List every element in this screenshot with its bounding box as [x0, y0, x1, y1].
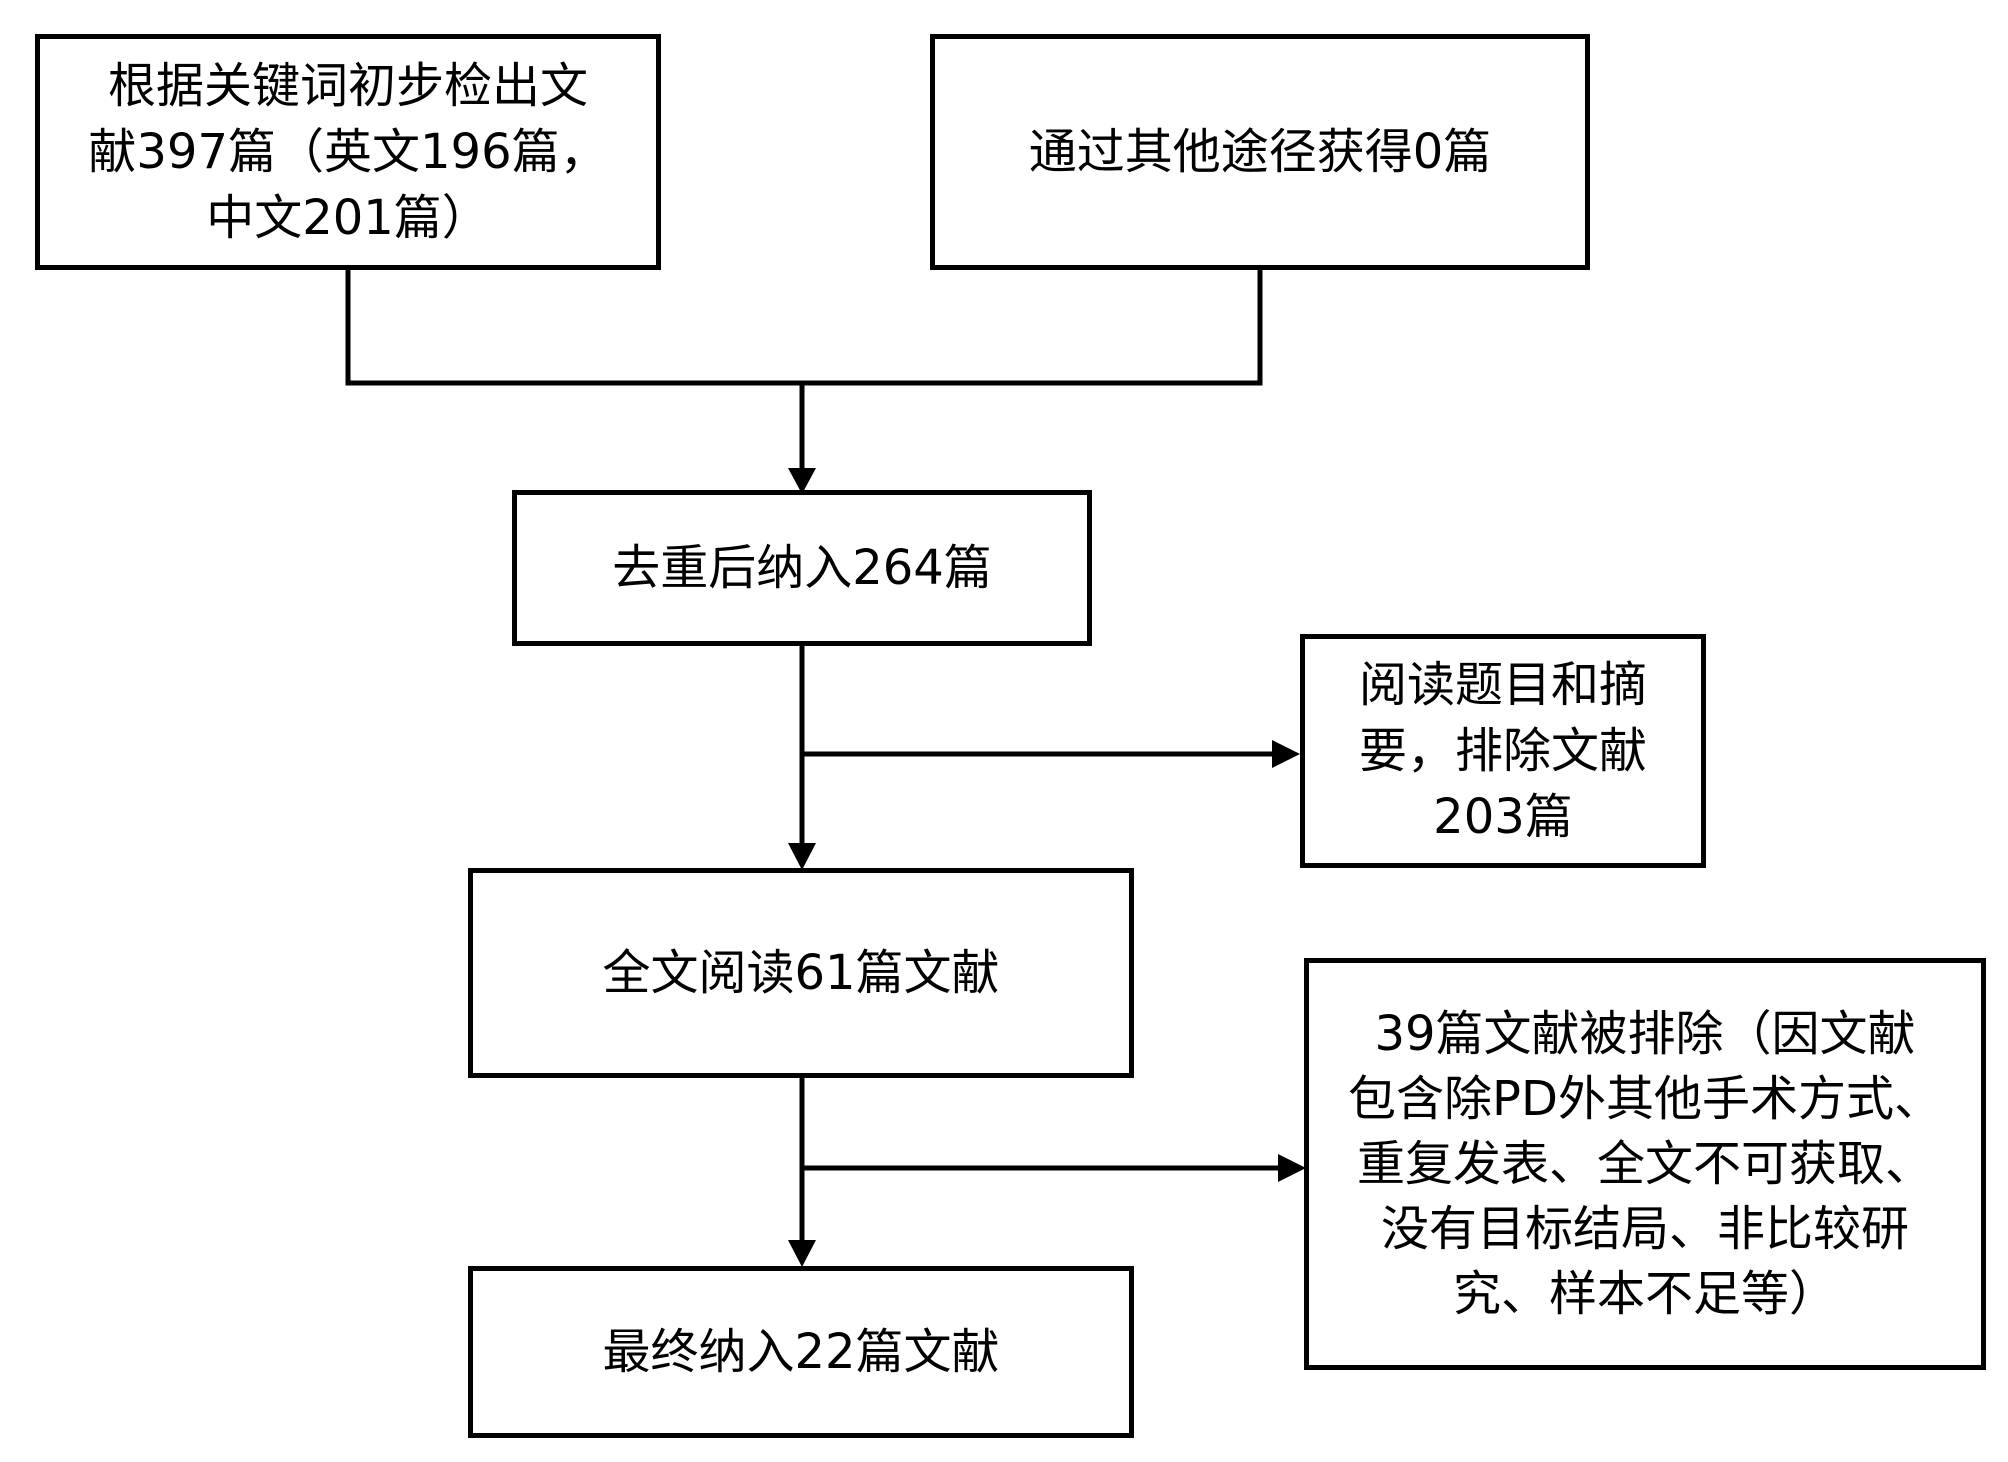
full-text-exclusion-line-4: 没有目标结局、非比较研: [1380, 1200, 1909, 1257]
full-text-exclusion-text: 39篇文献被排除（因文献 包含除PD外其他手术方式、 重复发表、全文不可获取、 …: [1348, 1002, 1942, 1327]
title-abstract-exclusion-line-1: 阅读题目和摘: [1358, 657, 1647, 713]
after-deduplication-text: 去重后纳入264篇: [612, 535, 992, 601]
records-identified-box: 根据关键词初步检出文 献397篇（英文196篇， 中文201篇）: [35, 34, 661, 270]
studies-included-box: 最终纳入22篇文献: [468, 1266, 1134, 1438]
arrowhead-to-final: [788, 1240, 816, 1267]
arrowhead-to-dedup: [788, 468, 816, 494]
arrowhead-to-exclusion-2: [1278, 1154, 1306, 1182]
arrowhead-to-fulltext: [788, 843, 816, 870]
full-text-exclusion-line-2: 包含除PD外其他手术方式、: [1348, 1070, 1942, 1127]
records-identified-line-2: 献397篇（英文196篇，: [88, 124, 608, 180]
arrowhead-to-exclusion-1: [1272, 740, 1300, 768]
full-text-assessed-line-1: 全文阅读61篇文献: [602, 945, 1000, 1001]
records-identified-line-3: 中文201篇）: [206, 190, 490, 246]
title-abstract-exclusion-line-3: 203篇: [1433, 789, 1573, 845]
full-text-assessed-box: 全文阅读61篇文献: [468, 868, 1134, 1078]
title-abstract-exclusion-line-2: 要，排除文献: [1358, 723, 1647, 779]
studies-included-line-1: 最终纳入22篇文献: [602, 1324, 1000, 1380]
full-text-exclusion-line-3: 重复发表、全文不可获取、: [1356, 1135, 1933, 1192]
other-sources-line-1: 通过其他途径获得0篇: [1028, 124, 1492, 180]
after-deduplication-box: 去重后纳入264篇: [512, 490, 1092, 646]
records-identified-text: 根据关键词初步检出文 献397篇（英文196篇， 中文201篇）: [88, 53, 607, 251]
other-sources-text: 通过其他途径获得0篇: [1029, 119, 1492, 185]
full-text-exclusion-line-1: 39篇文献被排除（因文献: [1374, 1005, 1916, 1062]
records-identified-line-1: 根据关键词初步检出文: [107, 58, 588, 114]
title-abstract-exclusion-box: 阅读题目和摘 要，排除文献 203篇: [1300, 634, 1706, 868]
other-sources-box: 通过其他途径获得0篇: [930, 34, 1590, 270]
after-deduplication-line-1: 去重后纳入264篇: [612, 540, 992, 596]
title-abstract-exclusion-text: 阅读题目和摘 要，排除文献 203篇: [1359, 652, 1647, 850]
full-text-exclusion-box: 39篇文献被排除（因文献 包含除PD外其他手术方式、 重复发表、全文不可获取、 …: [1304, 958, 1986, 1370]
full-text-exclusion-line-5: 究、样本不足等）: [1452, 1265, 1837, 1322]
full-text-assessed-text: 全文阅读61篇文献: [602, 940, 999, 1006]
studies-included-text: 最终纳入22篇文献: [602, 1319, 999, 1385]
